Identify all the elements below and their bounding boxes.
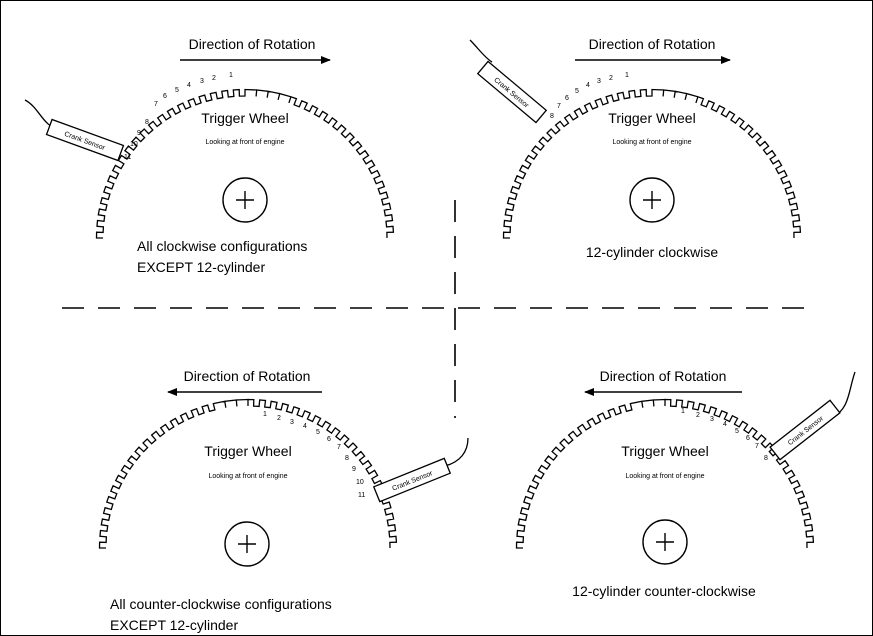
trigger-wheel-teeth: [95, 88, 395, 239]
tooth-number: 2: [277, 415, 281, 422]
caption-line: EXCEPT 12-cylinder: [110, 617, 238, 633]
panel-top-right: Direction of Rotation Trigger Wheel Look…: [469, 36, 802, 260]
crank-sensor: Crank Sensor: [469, 39, 548, 124]
caption-line: All clockwise configurations: [137, 238, 307, 254]
plus-circle-icon: [629, 177, 675, 223]
caption-line: 12-cylinder counter-clockwise: [572, 583, 756, 599]
tooth-number: 1: [681, 408, 685, 415]
tooth-number: 7: [154, 101, 158, 108]
tooth-number: 11: [124, 154, 131, 161]
wheel-title: Trigger Wheel: [201, 110, 288, 126]
tooth-number: 6: [746, 435, 750, 442]
wheel-title: Trigger Wheel: [621, 443, 708, 459]
tooth-number: 2: [212, 75, 216, 82]
tooth-number: 8: [145, 119, 149, 126]
panel-top-left: Direction of Rotation Trigger Wheel Look…: [24, 36, 395, 275]
tooth-numbers: 1 2 3 4 5 6 7 8: [681, 408, 768, 462]
trigger-wheel-teeth: [98, 398, 398, 549]
tooth-number: 7: [337, 444, 341, 451]
tooth-number: 3: [200, 78, 204, 85]
tooth-number: 1: [625, 72, 629, 79]
tooth-number: 8: [550, 113, 554, 120]
tooth-number: 2: [609, 75, 613, 82]
tooth-number: 5: [735, 428, 739, 435]
panel-bottom-right: Direction of Rotation Trigger Wheel Look…: [515, 368, 856, 599]
tooth-number: 4: [303, 423, 307, 430]
tooth-number: 6: [163, 93, 167, 100]
wheel-title: Trigger Wheel: [204, 443, 291, 459]
panel-bottom-left: Direction of Rotation Trigger Wheel Look…: [98, 368, 469, 633]
tooth-number: 4: [723, 421, 727, 428]
wheel-title: Trigger Wheel: [608, 110, 695, 126]
tooth-number: 5: [316, 429, 320, 436]
direction-label: Direction of Rotation: [589, 36, 716, 52]
tooth-number: 7: [755, 443, 759, 450]
wheel-subtitle: Looking at front of engine: [208, 473, 287, 480]
tooth-numbers: 1 2 3 4 5 6 7 8: [550, 72, 629, 120]
tooth-number: 5: [575, 88, 579, 95]
plus-circle-icon: [224, 521, 270, 567]
tooth-number: 10: [356, 479, 364, 486]
tooth-number: 9: [352, 466, 356, 473]
caption-line: EXCEPT 12-cylinder: [137, 259, 265, 275]
tooth-number: 3: [710, 416, 714, 423]
direction-label: Direction of Rotation: [189, 36, 316, 52]
tooth-number: 1: [229, 72, 233, 79]
crank-sensor: Crank Sensor: [372, 437, 469, 503]
caption-line: 12-cylinder clockwise: [586, 244, 718, 260]
tooth-number: 8: [345, 455, 349, 462]
tooth-numbers: 1 2 3 4 5 6 7 8 9 10 11: [263, 411, 365, 499]
direction-label: Direction of Rotation: [184, 368, 311, 384]
tooth-number: 4: [187, 82, 191, 89]
plus-circle-icon: [642, 519, 688, 565]
crank-sensor: Crank Sensor: [769, 371, 856, 461]
trigger-wheel-teeth: [502, 88, 802, 239]
wheel-subtitle: Looking at front of engine: [205, 139, 284, 146]
direction-label: Direction of Rotation: [600, 368, 727, 384]
wheel-subtitle: Looking at front of engine: [612, 139, 691, 146]
plus-circle-icon: [222, 177, 268, 223]
caption-line: All counter-clockwise configurations: [110, 596, 332, 612]
trigger-wheel-teeth: [515, 398, 815, 549]
tooth-number: 3: [597, 78, 601, 85]
tooth-number: 5: [175, 87, 179, 94]
tooth-number: 4: [586, 82, 590, 89]
tooth-number: 1: [263, 411, 267, 418]
tooth-number: 11: [358, 492, 365, 499]
tooth-number: 3: [290, 419, 294, 426]
tooth-number: 7: [557, 103, 561, 110]
tooth-number: 10: [130, 141, 138, 148]
tooth-number: 6: [327, 436, 331, 443]
wheel-subtitle: Looking at front of engine: [625, 473, 704, 480]
crank-sensor: Crank Sensor: [24, 99, 125, 162]
tooth-number: 6: [565, 95, 569, 102]
tooth-number: 9: [137, 130, 141, 137]
tooth-numbers: 1 2 3 4 5 6 7 8 9 10 11: [124, 72, 233, 161]
tooth-number: 8: [764, 455, 768, 462]
tooth-number: 2: [696, 412, 700, 419]
